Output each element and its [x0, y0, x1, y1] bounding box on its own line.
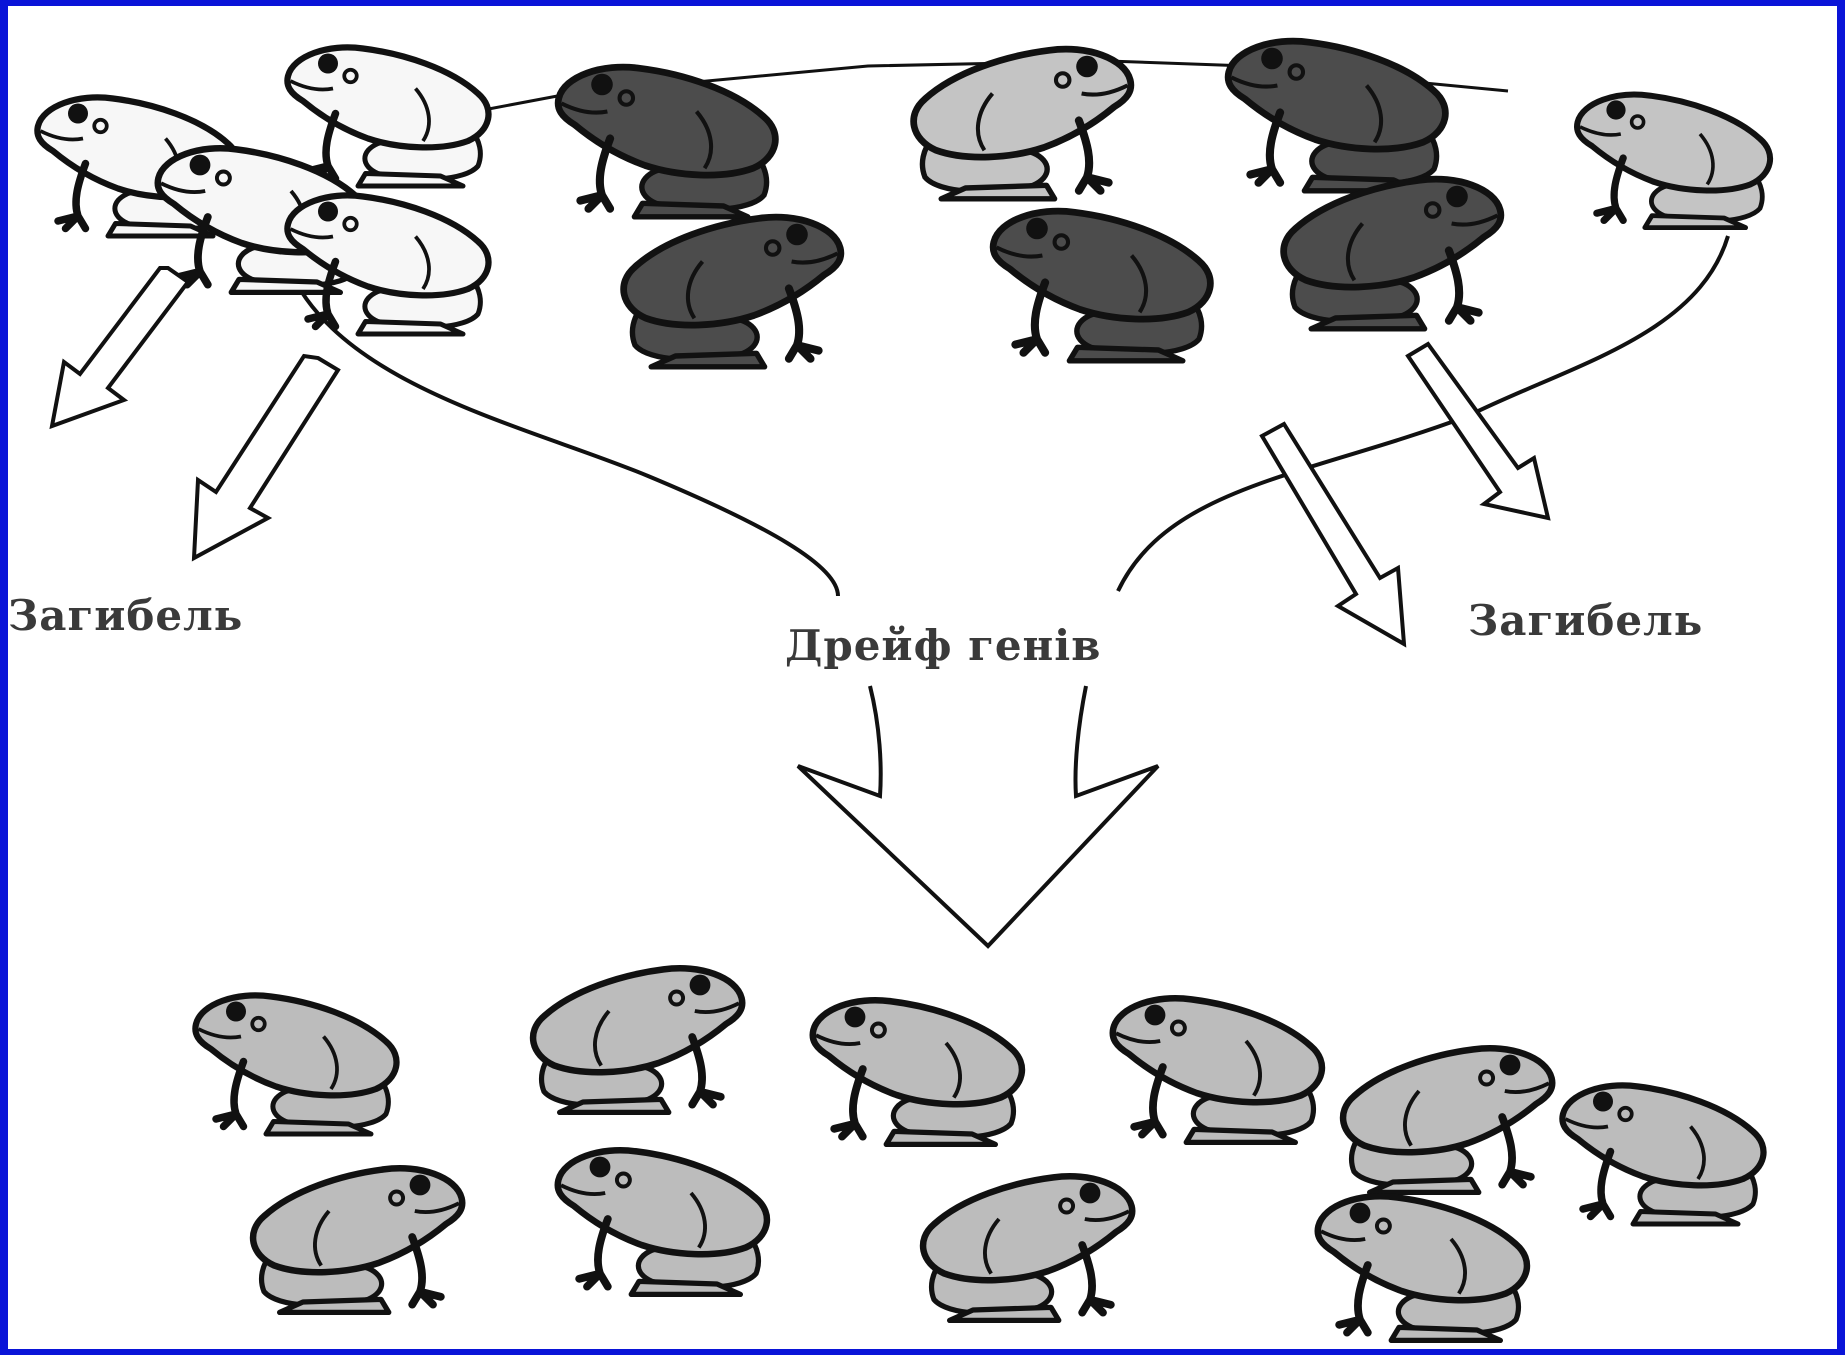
- frog-result-4: [1113, 998, 1322, 1142]
- frog-dark-5: [1284, 179, 1501, 329]
- frog-result-10: [1318, 1196, 1527, 1340]
- gene-drift-diagram: [8, 6, 1837, 1349]
- label-gene-drift: Дрейф генів: [785, 621, 1101, 670]
- frog-result-3: [813, 1000, 1022, 1144]
- slide: Загибель Дрейф генів Загибель: [8, 6, 1837, 1349]
- frog-result-2: [533, 968, 742, 1112]
- frog-result-1: [195, 995, 396, 1134]
- frog-result-7: [253, 1168, 462, 1312]
- frog-white-1: [287, 47, 488, 186]
- death-arrow-left-1: [52, 268, 188, 426]
- frog-dark-4: [1228, 41, 1445, 191]
- drift-arrow: [798, 686, 1158, 946]
- frog-result-8: [558, 1150, 767, 1294]
- frog-dark-3: [993, 211, 1210, 361]
- frog-result-5: [1343, 1048, 1552, 1192]
- death-arrow-left-2: [194, 356, 338, 558]
- label-death-right: Загибель: [1468, 596, 1703, 645]
- frog-result-9: [923, 1176, 1132, 1320]
- label-death-left: Загибель: [8, 591, 243, 640]
- frog-light-top-2: [1577, 95, 1770, 228]
- frog-light-top-1: [914, 49, 1131, 199]
- frog-result-6: [1562, 1085, 1763, 1224]
- frog-dark-1: [558, 67, 775, 217]
- frog-dark-2: [624, 217, 841, 367]
- death-arrow-right-2: [1262, 424, 1404, 644]
